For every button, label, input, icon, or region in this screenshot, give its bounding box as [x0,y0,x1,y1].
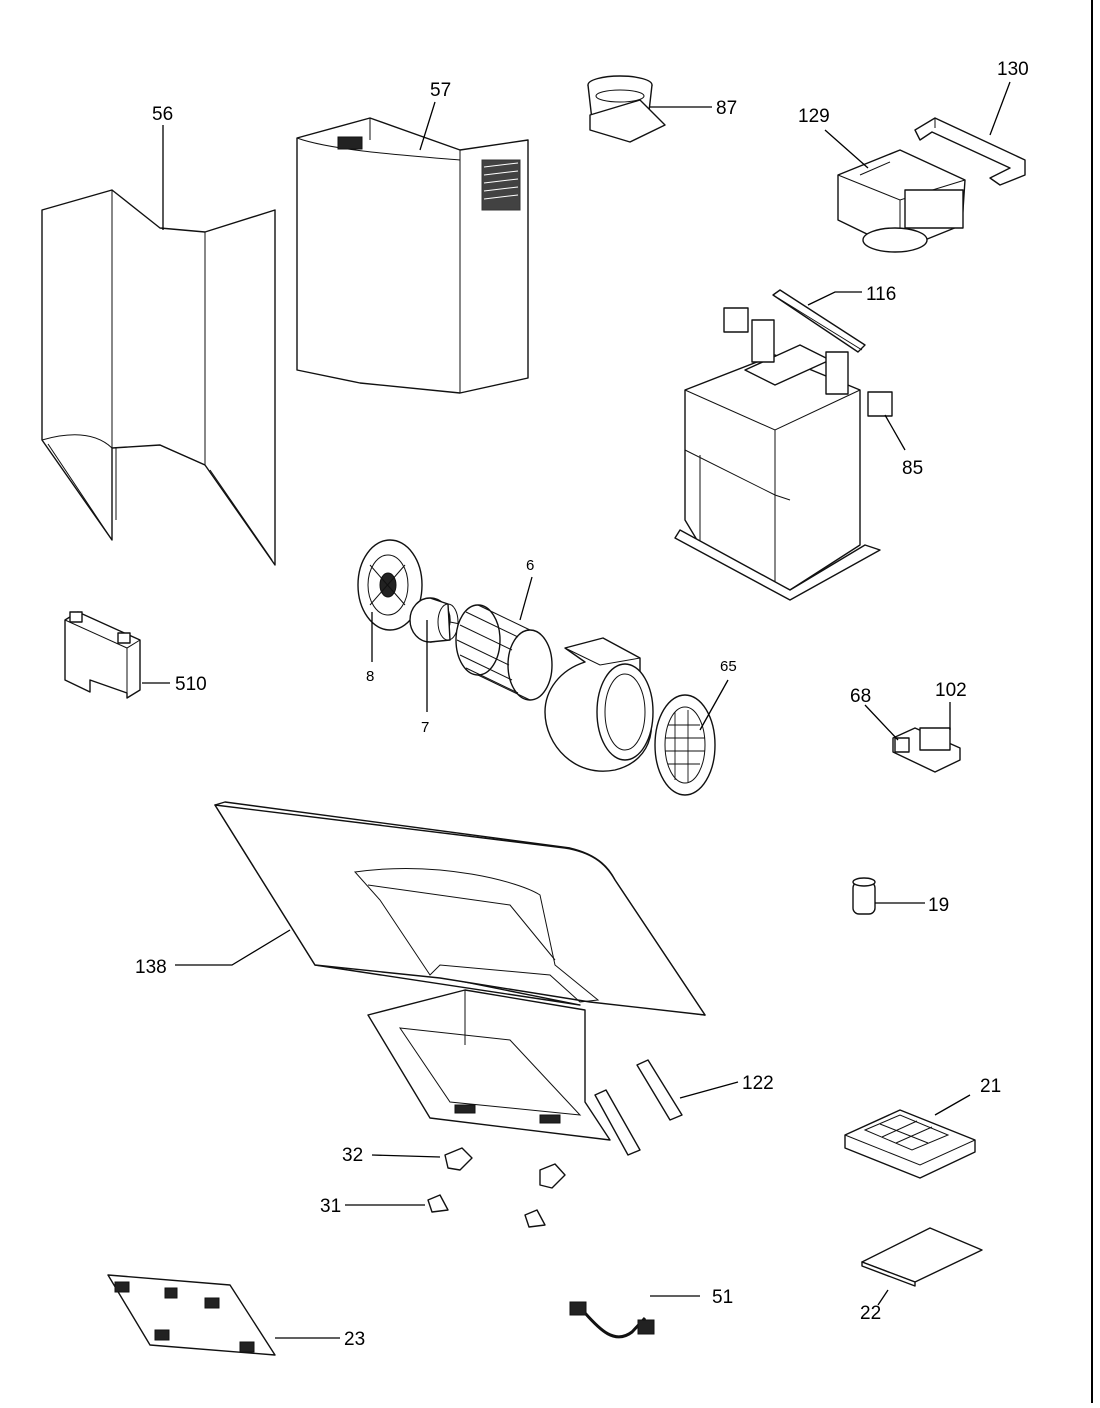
part-129-diverter-box [837,149,966,253]
label-85: 85 [902,458,923,479]
label-23: 23 [344,1329,365,1350]
leader-lines [142,81,1011,1339]
label-87: 87 [716,98,737,119]
part-57-upper-chimney-cover [296,117,529,394]
label-129: 129 [798,106,830,127]
label-32: 32 [342,1145,363,1166]
label-68: 68 [850,686,871,707]
part-7-motor [409,597,466,643]
part-130-bracket [914,117,1026,186]
label-510: 510 [175,674,207,695]
part-19-capacitor [852,877,876,915]
label-130: 130 [997,59,1029,80]
part-21-grease-filter [844,1109,976,1179]
label-8: 8 [366,668,374,685]
label-19: 19 [928,895,949,916]
label-22: 22 [860,1303,881,1324]
part-22-filter-plate [861,1227,983,1287]
label-122: 122 [742,1073,774,1094]
part-32-lamp-holder [444,1147,566,1189]
label-56: 56 [152,104,173,125]
part-8-motor-plate [357,539,423,631]
part-87-flange [587,75,666,143]
lower-hood-body [367,989,611,1141]
part-116-rail [772,289,866,353]
part-138-glass-canopy [214,801,706,1016]
label-31: 31 [320,1196,341,1217]
part-23-control-panel [107,1274,276,1356]
label-21: 21 [980,1076,1001,1097]
label-6: 6 [526,557,534,574]
part-56-lower-chimney-cover [41,189,276,566]
label-51: 51 [712,1287,733,1308]
label-138: 138 [135,957,167,978]
label-65: 65 [720,658,737,675]
part-510-control-box [64,611,141,699]
part-65-intake-grille [654,694,716,796]
label-7: 7 [421,719,429,736]
part-31-lamp [427,1194,546,1228]
motor-housing-box [674,307,893,601]
part-6-impeller [455,604,553,701]
part-122-light-channel [594,1059,683,1156]
label-116: 116 [866,284,896,305]
blower-scroll-housing [544,637,654,772]
label-57: 57 [430,80,451,101]
part-68-102-electrical-assembly [892,727,961,773]
part-51-wiring-harness [569,1301,655,1339]
label-102: 102 [935,680,967,701]
